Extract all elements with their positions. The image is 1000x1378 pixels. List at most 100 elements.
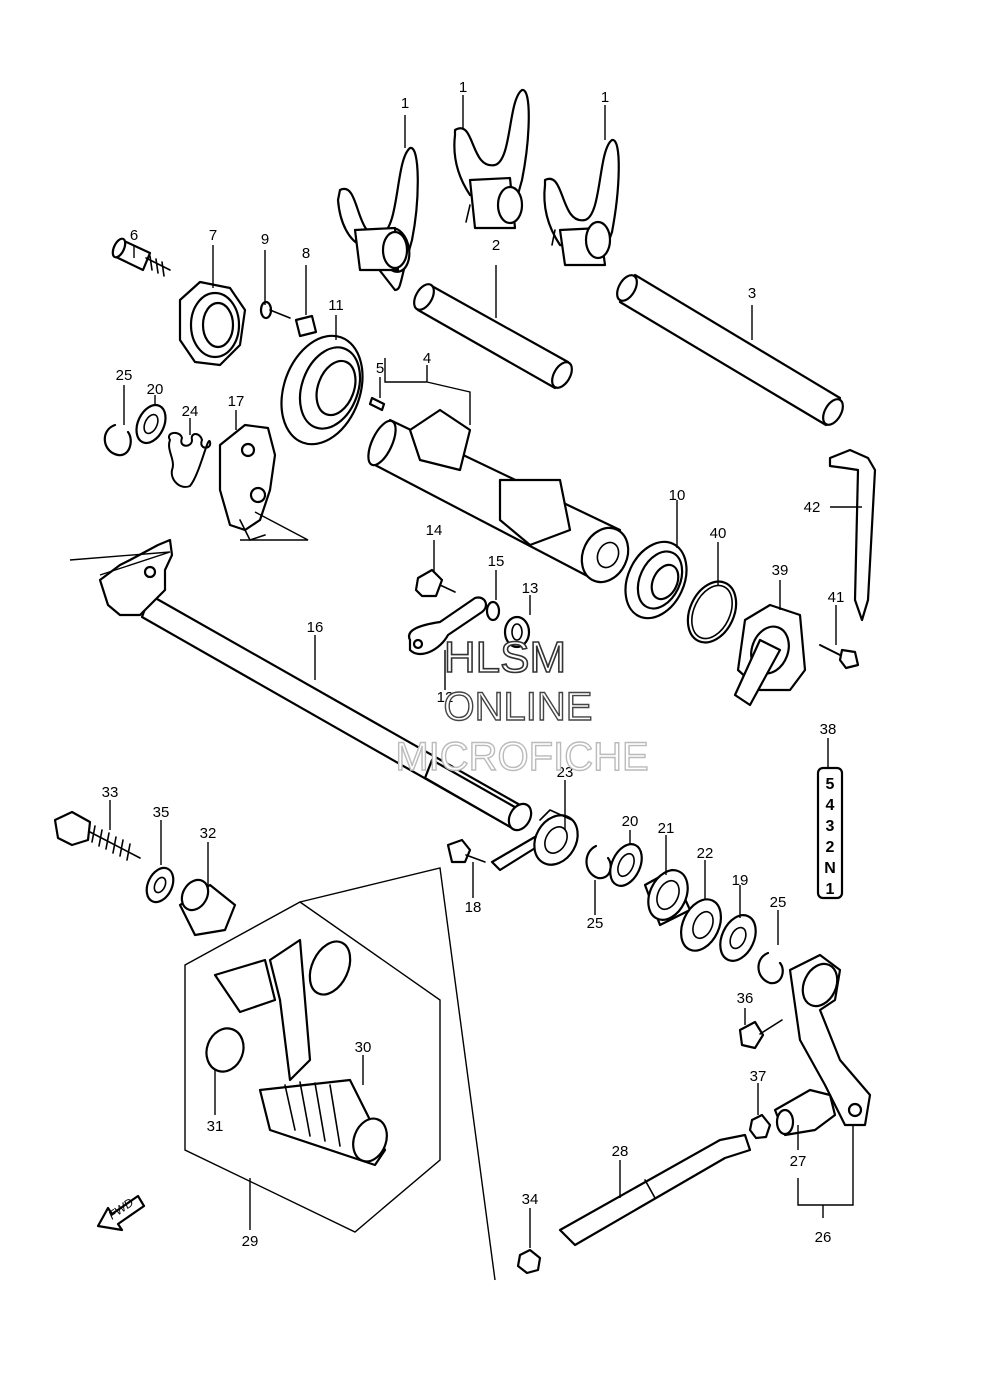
gearshift-arm[interactable] [788,953,872,1127]
callout-3: 3 [748,285,756,302]
gear-label: 5 [826,776,835,793]
callout-10: 10 [669,487,686,504]
pawl-washer[interactable] [485,600,501,622]
cam-bearing[interactable] [267,324,377,455]
lever-washer[interactable] [142,864,179,907]
callout-37: 37 [750,1068,767,1085]
callout-6: 6 [130,227,138,244]
rod-nut-left[interactable] [516,1248,542,1275]
callout-1: 1 [601,89,609,106]
callout-17: 17 [228,393,245,410]
cam-plate-washer[interactable] [294,314,318,338]
callout-1: 1 [401,95,409,112]
return-spring[interactable] [490,807,586,872]
callout-36: 36 [737,990,754,1007]
callout-40: 40 [710,525,727,542]
wire-clamp[interactable] [828,448,877,622]
callout-20: 20 [622,813,639,830]
shift-fork-right[interactable] [543,138,620,267]
stopper-spring[interactable] [168,432,212,488]
circlip-shaft-left[interactable] [585,844,612,880]
callout-1: 1 [459,79,467,96]
shift-lever-bolt[interactable] [53,810,141,861]
oil-seal[interactable] [673,893,728,957]
fork-shaft-long[interactable] [613,272,847,428]
gear-label: 2 [826,839,835,856]
callout-30: 30 [355,1039,372,1056]
lever-stud-bolt[interactable] [446,838,486,864]
watermark-line-3: MICROFICHE [395,735,648,779]
leader-lines [109,95,862,1248]
switch-bolt[interactable] [819,644,860,670]
callout-labels: 1 1 1 2 3 4 5 6 7 9 8 11 25 20 24 17 10 … [102,79,845,1250]
callout-27: 27 [790,1153,807,1170]
callout-2: 2 [492,237,500,254]
callout-32: 32 [200,825,217,842]
fork-shaft-short[interactable] [410,281,576,391]
arm-bolt[interactable] [738,1019,783,1050]
callout-39: 39 [772,562,789,579]
lever-spacer[interactable] [177,875,237,937]
callout-41: 41 [828,589,845,606]
shift-pawl-arm[interactable] [407,596,488,656]
washer-shaft-right[interactable] [713,909,762,966]
callout-33: 33 [102,784,119,801]
pawl-spring[interactable] [503,615,531,649]
watermark-line-1: HLSM [444,633,566,682]
callout-7: 7 [209,227,217,244]
callout-19: 19 [732,872,749,889]
callout-13: 13 [522,580,539,597]
gearshift-shaft[interactable] [98,538,536,834]
cam-pin[interactable] [368,396,386,412]
callout-9: 9 [261,231,269,248]
gearshift-cam[interactable] [363,408,637,590]
shift-fork-middle[interactable] [453,88,530,230]
watermark: HLSM ONLINE MICROFICHE [395,632,650,780]
rod-nut-right[interactable] [748,1113,772,1140]
cam-driven-gear[interactable] [178,280,247,367]
callout-15: 15 [488,553,505,570]
gear-indicator-labels: 5 4 3 2 N 1 [824,776,836,898]
stopper-arm[interactable] [218,423,277,541]
callout-25: 25 [587,915,604,932]
callout-23: 23 [557,764,574,781]
washer-left-upper[interactable] [131,400,171,447]
callout-20: 20 [147,381,164,398]
forward-direction-arrow: FWD [96,1194,146,1232]
circlip-shaft-right[interactable] [757,951,784,985]
callout-4: 4 [423,350,431,367]
callout-12: 12 [437,689,454,706]
callout-31: 31 [207,1118,224,1135]
gear-label: 1 [826,881,835,898]
gear-position-switch[interactable] [733,603,807,707]
callout-18: 18 [465,899,482,916]
callout-21: 21 [658,820,675,837]
pawl-bolt[interactable] [414,568,456,598]
cam-stopper-bolt[interactable] [110,237,171,277]
o-ring[interactable] [679,574,746,651]
cam-screw[interactable] [259,300,291,320]
callout-14: 14 [426,522,443,539]
circlip-left-upper[interactable] [103,423,132,457]
shift-fork-left[interactable] [336,146,419,292]
callout-11: 11 [328,297,344,314]
gear-label: N [824,860,836,877]
callout-42: 42 [804,499,821,516]
callout-34: 34 [522,1191,539,1208]
rod-end-joint[interactable] [773,1088,837,1137]
callout-38: 38 [820,721,837,738]
needle-bearing[interactable] [641,864,696,927]
washer-shaft-left[interactable] [604,839,648,891]
gear-label: 4 [826,797,835,814]
callout-5: 5 [376,360,384,377]
callout-16: 16 [307,619,324,636]
cam-bearing-right[interactable] [614,532,699,628]
callout-35: 35 [153,804,170,821]
watermark-line-2: ONLINE [444,685,593,729]
gearshift-lever-assembly[interactable] [184,901,441,1233]
callout-25: 25 [116,367,133,384]
gearshift-link-rod[interactable] [558,1133,752,1247]
callout-24: 24 [182,403,199,420]
gear-indicator-plate [816,766,844,900]
